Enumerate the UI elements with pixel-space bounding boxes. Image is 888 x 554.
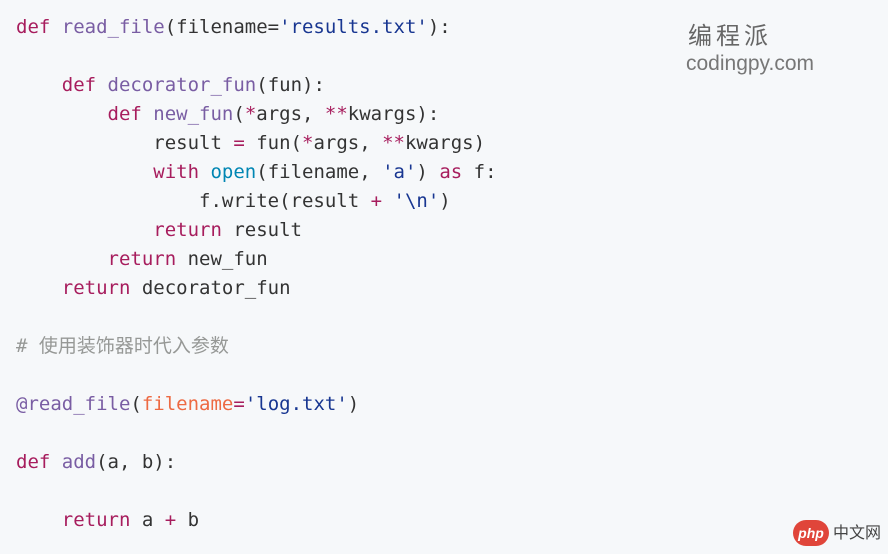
watermark-label: 中文网 [833,523,882,542]
code-token: (fun): [256,74,325,96]
code-token: kwargs) [404,132,486,154]
code-token: result [221,219,302,241]
code-token: @read_file [16,393,131,415]
code-token: (filename= [164,16,280,38]
code-token [16,277,62,299]
code-token [16,509,62,531]
brand-logo: 编程派 codingpy.com [686,16,846,86]
code-token: ** [382,132,405,154]
code-token: return [61,509,131,531]
code-token: ** [324,103,348,125]
code-token: + [370,190,383,212]
code-token: (filename, [256,161,383,183]
code-token: * [302,132,314,154]
code-token: (a, b): [96,451,177,473]
code-token: ( [233,103,245,125]
code-token: ): [427,16,451,38]
code-token [16,219,153,241]
code-token: open [210,161,257,183]
code-token: ) [347,393,360,415]
code-token: new_fun [176,248,268,270]
code-line: return result [16,216,302,245]
code-token: as [439,161,463,183]
code-token: 'results.txt' [279,16,428,38]
code-line: def decorator_fun(fun): [16,71,325,100]
code-token: with [153,161,211,183]
code-token: ) [439,190,451,212]
code-token: ) [416,161,440,183]
code-line: # 使用装饰器时代入参数 [16,332,229,361]
code-line: result = fun(*args, **kwargs) [16,129,485,158]
code-token: decorator_fun [130,277,291,299]
code-token: def [16,451,62,473]
code-token: read_file [61,16,165,38]
code-token [16,74,62,96]
code-line: return decorator_fun [16,274,291,303]
code-token: a [130,509,165,531]
code-token [16,161,153,183]
php-badge-icon: php [793,520,829,546]
brand-name: 编程派 [688,22,772,50]
code-line: def read_file(filename='results.txt'): [16,13,451,42]
code-line: return new_fun [16,245,268,274]
code-token: filename [141,393,234,415]
code-token: 'a' [382,161,417,183]
code-token: args, [313,132,383,154]
code-token: = [233,132,245,154]
code-token: = [233,393,245,415]
code-token: decorator_fun [107,74,257,96]
code-token: f: [462,161,497,183]
code-token: 'log.txt' [244,393,348,415]
code-token: return [107,248,177,270]
code-token: add [61,451,97,473]
code-token: # 使用装饰器时代入参数 [16,335,229,357]
code-line: f.write(result + '\n') [16,187,451,216]
code-token: fun( [244,132,302,154]
code-line: return a + b [16,506,199,535]
code-token: args, [256,103,325,125]
code-token: result [16,132,234,154]
code-line: @read_file(filename='log.txt') [16,390,359,419]
code-token: '\n' [393,190,440,212]
code-token [382,190,393,212]
code-token: def [61,74,108,96]
code-token: ( [130,393,142,415]
code-token [16,248,108,270]
code-line: with open(filename, 'a') as f: [16,158,497,187]
code-token: kwargs): [347,103,440,125]
code-token: * [244,103,257,125]
code-token: + [164,509,177,531]
code-token: b [176,509,200,531]
code-line: def add(a, b): [16,448,176,477]
code-token: return [153,219,222,241]
brand-domain: codingpy.com [686,52,815,75]
code-line: def new_fun(*args, **kwargs): [16,100,440,129]
code-token [16,103,108,125]
code-token: new_fun [153,103,234,125]
code-token: return [61,277,131,299]
code-token: f.write(result [16,190,371,212]
watermark: php 中文网 [793,518,885,548]
code-token: def [16,16,62,38]
code-token: def [107,103,154,125]
